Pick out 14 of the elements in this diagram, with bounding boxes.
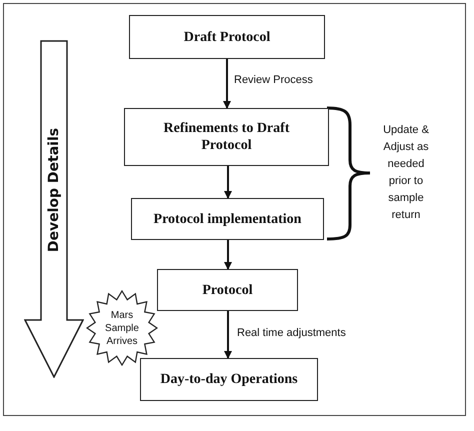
note-text: Update & Adjust as needed prior to sample return: [382, 123, 430, 223]
arrow: [224, 311, 232, 359]
block-arrow: Develop Details: [24, 40, 84, 378]
process-box: Protocol implementation: [131, 198, 324, 240]
edge-label: Review Process: [233, 74, 314, 86]
process-box: Refinements to Draft Protocol: [124, 108, 329, 166]
arrow: [224, 166, 232, 199]
edge-label: Real time adjustments: [236, 327, 347, 339]
process-box: Draft Protocol: [129, 15, 325, 59]
process-box: Day-to-day Operations: [140, 358, 318, 401]
arrow: [223, 59, 231, 109]
starburst: Mars Sample Arrives: [86, 290, 158, 366]
arrow: [224, 240, 232, 270]
process-box: Protocol: [157, 269, 298, 311]
